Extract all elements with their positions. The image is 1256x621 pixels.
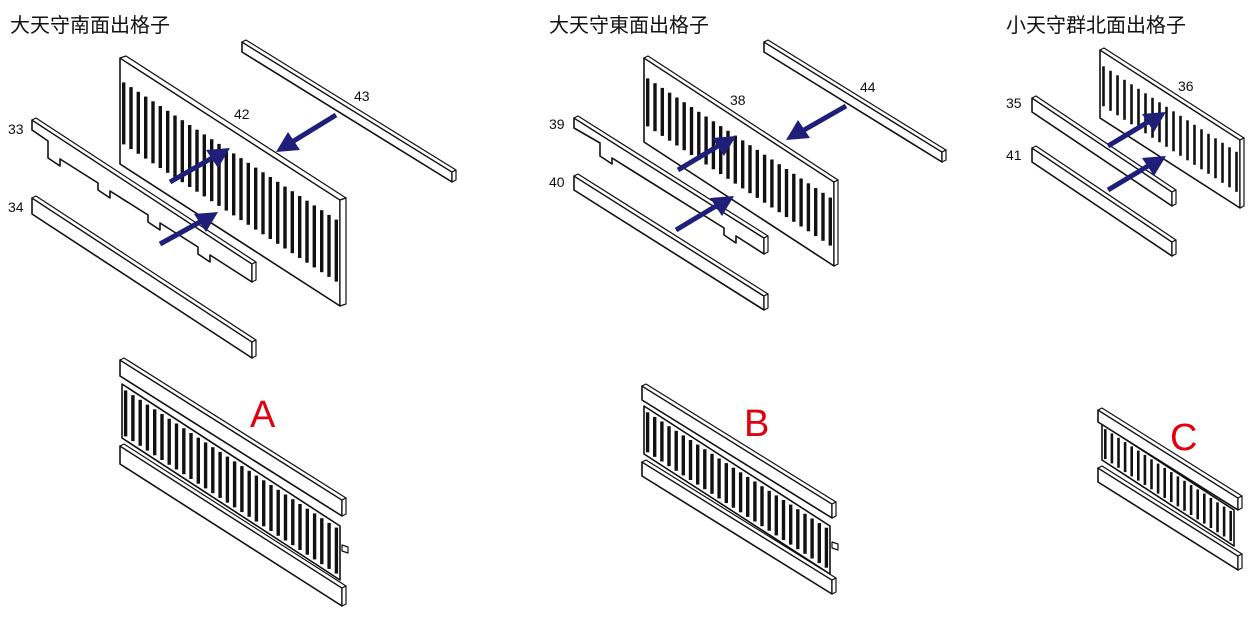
lattice-slats — [121, 82, 338, 282]
rail-41 — [1031, 145, 1177, 257]
assembled-lattice-a — [119, 357, 349, 607]
arrow-icon — [786, 103, 848, 140]
part-label-36: 36 — [1178, 78, 1194, 94]
panel-a-title: 大天守南面出格子 — [10, 13, 170, 37]
arrow-icon — [674, 196, 734, 233]
part-label-42: 42 — [234, 106, 250, 122]
assembled-lattice-c — [1097, 407, 1243, 571]
part-label-40: 40 — [549, 174, 565, 190]
arrow-icon — [1106, 156, 1166, 193]
assembly-label-a: A — [250, 394, 276, 436]
panel-c: 小天守群北面出格子 35 41 36 — [1006, 13, 1245, 571]
arrow-icon — [276, 112, 338, 152]
part-label-35: 35 — [1006, 95, 1022, 111]
lattice-slats — [123, 390, 339, 574]
part-label-34: 34 — [8, 199, 24, 215]
part-label-38: 38 — [730, 92, 746, 108]
arrow-icon — [1106, 112, 1166, 149]
panel-b-title: 大天守東面出格子 — [549, 13, 709, 37]
bottom-rail-40 — [573, 173, 769, 311]
part-label-43: 43 — [354, 88, 370, 104]
bottom-rail-34 — [31, 195, 257, 359]
part-label-39: 39 — [549, 116, 565, 132]
panel-c-title: 小天守群北面出格子 — [1006, 13, 1186, 37]
panel-b: 大天守東面出格子 — [549, 13, 947, 595]
assembly-label-c: C — [1170, 417, 1197, 459]
lattice-panel-42 — [119, 55, 347, 307]
arrow-icon — [676, 136, 736, 173]
top-rail-43 — [241, 39, 457, 183]
lattice-slats — [645, 412, 829, 568]
part-label-41: 41 — [1006, 147, 1022, 163]
part-label-33: 33 — [8, 121, 24, 137]
part-label-44: 44 — [860, 79, 876, 95]
arrow-icon — [168, 148, 230, 185]
panel-a: 大天守南面出格子 — [8, 13, 457, 607]
arrow-icon — [158, 212, 218, 247]
assembled-lattice-b — [641, 383, 839, 595]
lattice-slats — [1104, 429, 1232, 541]
notched-rail-33 — [31, 117, 257, 283]
assembly-label-b: B — [744, 403, 769, 445]
top-rail-44 — [763, 39, 947, 163]
